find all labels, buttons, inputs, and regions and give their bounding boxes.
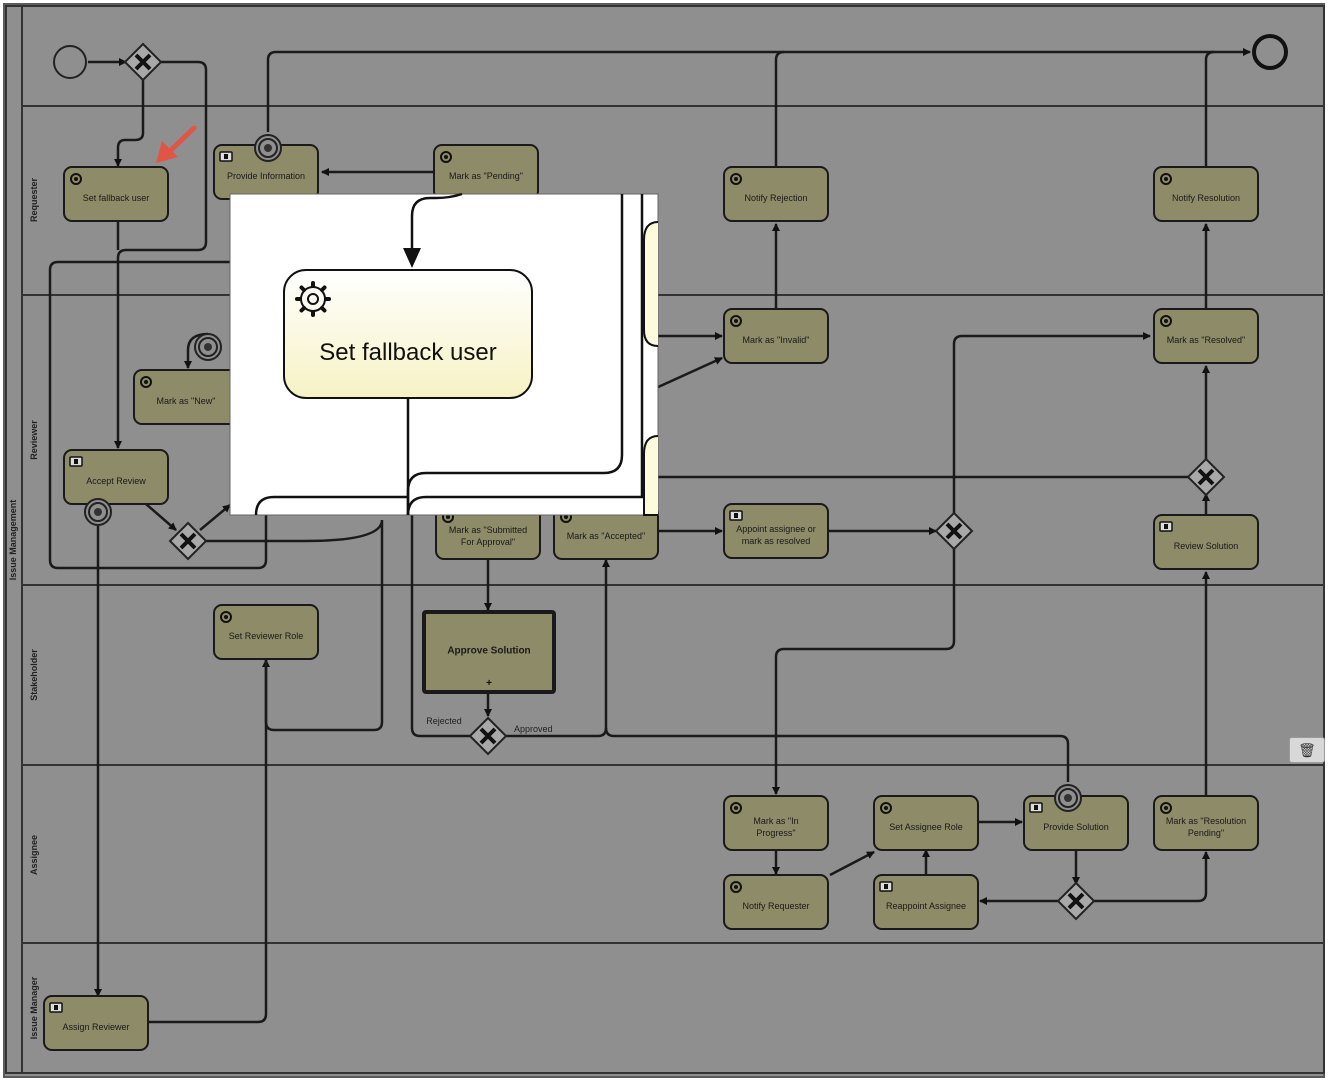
pool-label: Issue Management xyxy=(8,500,18,581)
lane-label-stakeholder: Stakeholder xyxy=(29,649,39,701)
zoom-task-label: Set fallback user xyxy=(319,339,496,366)
boundary-event-reviewer[interactable] xyxy=(194,333,222,361)
gateway-review-solution[interactable] xyxy=(1186,457,1226,497)
task-mark-new[interactable]: Mark as "New" xyxy=(133,369,239,425)
task-label: Notify Resolution xyxy=(1172,193,1240,203)
user-task-icon xyxy=(49,1002,63,1013)
task-label: Mark as "Pending" xyxy=(449,171,523,181)
user-task-icon xyxy=(729,510,743,521)
sequence-flows xyxy=(48,48,1251,1024)
user-task-icon xyxy=(1029,802,1043,813)
flow-label-rejected: Rejected xyxy=(426,716,462,726)
task-label: Review Solution xyxy=(1174,541,1239,551)
boundary-events xyxy=(84,134,1082,812)
gateway-approval[interactable] xyxy=(468,716,508,756)
task-label: Accept Review xyxy=(86,476,146,486)
zoom-gear-icon xyxy=(295,281,331,317)
start-event[interactable] xyxy=(53,45,87,79)
task-label: Set fallback user xyxy=(83,193,150,203)
task-set-assignee-role[interactable]: Set Assignee Role xyxy=(873,795,979,851)
gear-icon xyxy=(880,802,892,814)
task-notify-requester[interactable]: Notify Requester xyxy=(723,874,829,930)
user-task-icon xyxy=(69,456,83,467)
gateway-review-split[interactable] xyxy=(168,521,208,561)
gateway-solution[interactable] xyxy=(1056,881,1096,921)
task-label: Assign Reviewer xyxy=(62,1022,129,1032)
task-label: Mark as "Invalid" xyxy=(743,335,810,345)
gear-icon xyxy=(730,315,742,327)
gear-icon xyxy=(1160,173,1172,185)
gear-icon xyxy=(1160,315,1172,327)
gateway-appoint[interactable] xyxy=(934,511,974,551)
gear-icon xyxy=(730,173,742,185)
lane-label-assignee: Assignee xyxy=(29,835,39,875)
lane-label-reviewer: Reviewer xyxy=(29,420,39,460)
gear-icon xyxy=(1160,802,1172,814)
gear-icon xyxy=(730,881,742,893)
task-review-solution[interactable]: Review Solution xyxy=(1153,514,1259,570)
task-label: Provide Solution xyxy=(1043,822,1109,832)
gear-icon xyxy=(220,611,232,623)
subprocess-marker-icon: + xyxy=(486,678,492,689)
task-label: Provide Information xyxy=(227,171,305,181)
task-assign-reviewer[interactable]: Assign Reviewer xyxy=(43,995,149,1051)
boundary-event-provide-information[interactable] xyxy=(254,134,282,162)
task-label: Set Assignee Role xyxy=(889,822,963,832)
zoom-task-set-fallback-user[interactable] xyxy=(283,269,533,399)
trash-icon[interactable]: 🗑 xyxy=(1289,737,1325,763)
user-task-icon xyxy=(879,881,893,892)
task-label: Notify Rejection xyxy=(744,193,807,203)
task-label: Set Reviewer Role xyxy=(229,631,304,641)
task-label: Mark as "Resolved" xyxy=(1167,335,1245,345)
task-label: Reappoint Assignee xyxy=(886,901,966,911)
task-reappoint-assignee[interactable]: Reappoint Assignee xyxy=(873,874,979,930)
lane-label-issue-manager: Issue Manager xyxy=(29,976,39,1039)
task-approve-solution[interactable]: + Approve Solution xyxy=(422,610,556,694)
task-mark-pending[interactable]: Mark as "Pending" xyxy=(433,144,539,200)
task-set-reviewer-role[interactable]: Set Reviewer Role xyxy=(213,604,319,660)
task-mark-resolved[interactable]: Mark as "Resolved" xyxy=(1153,308,1259,364)
gear-icon xyxy=(730,802,742,814)
flow-label-approved: Approved xyxy=(514,724,553,734)
zoom-callout: Set fallback user xyxy=(229,192,659,516)
task-notify-resolution[interactable]: Notify Resolution xyxy=(1153,166,1259,222)
task-notify-rejection[interactable]: Notify Rejection xyxy=(723,166,829,222)
task-set-fallback-user[interactable]: Set fallback user xyxy=(63,166,169,222)
gear-icon xyxy=(140,376,152,388)
task-accept-review[interactable]: Accept Review xyxy=(63,449,169,505)
gear-icon xyxy=(440,151,452,163)
task-label: Approve Solution xyxy=(447,645,530,656)
task-label: Mark as "Accepted" xyxy=(567,531,645,541)
task-label: Mark as "New" xyxy=(157,396,216,406)
gateway-start-split[interactable] xyxy=(123,42,163,82)
gateways xyxy=(123,42,1226,921)
user-task-icon xyxy=(1159,521,1173,532)
lane-label-requester: Requester xyxy=(29,177,39,222)
boundary-event-provide-solution[interactable] xyxy=(1054,784,1082,812)
pointer-arrow xyxy=(156,125,197,163)
end-event[interactable] xyxy=(1252,34,1288,70)
boundary-event-accept-review[interactable] xyxy=(84,498,112,526)
gear-icon xyxy=(70,173,82,185)
user-task-icon xyxy=(219,151,233,162)
task-mark-invalid[interactable]: Mark as "Invalid" xyxy=(723,308,829,364)
pool xyxy=(5,5,1325,1074)
task-label: Notify Requester xyxy=(742,901,809,911)
